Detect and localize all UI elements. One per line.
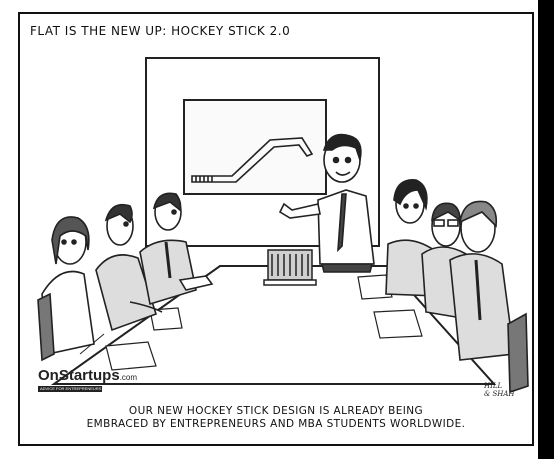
onstartups-logo: OnStartups.com [38, 367, 137, 384]
logo-tagline: ADVICE FOR ENTREPRENEURS [40, 386, 102, 391]
cartoon-caption: OUR NEW HOCKEY STICK DESIGN IS ALREADY B… [20, 405, 532, 431]
chair-left [37, 292, 55, 362]
caption-line-1: OUR NEW HOCKEY STICK DESIGN IS ALREADY B… [128, 405, 424, 417]
logo-tagline-bar [38, 386, 102, 392]
papers [105, 274, 423, 371]
attendee-man-right [449, 200, 515, 361]
artist-signature: HILL & SHAH [484, 382, 515, 398]
logo-text: OnStartups [38, 367, 120, 384]
attendee-man-left [95, 203, 163, 332]
cartoon-illustration [37, 57, 529, 394]
attendee-man-center-left [139, 192, 214, 306]
cartoon-panel: FLAT IS THE NEW UP: HOCKEY STICK 2.0 [18, 12, 534, 446]
hockey-stick-drawing [191, 137, 314, 183]
caption-line-2: EMBRACED BY ENTREPRENEURS AND MBA STUDEN… [86, 418, 466, 430]
presenter [278, 133, 375, 273]
laptop [263, 249, 317, 286]
attendee-woman-left [41, 216, 95, 355]
chair-right [507, 312, 529, 394]
cartoon-title: FLAT IS THE NEW UP: HOCKEY STICK 2.0 [30, 24, 291, 38]
logo-suffix: .com [119, 373, 138, 382]
right-edge-bar [538, 0, 554, 459]
projected-chart [183, 99, 327, 195]
